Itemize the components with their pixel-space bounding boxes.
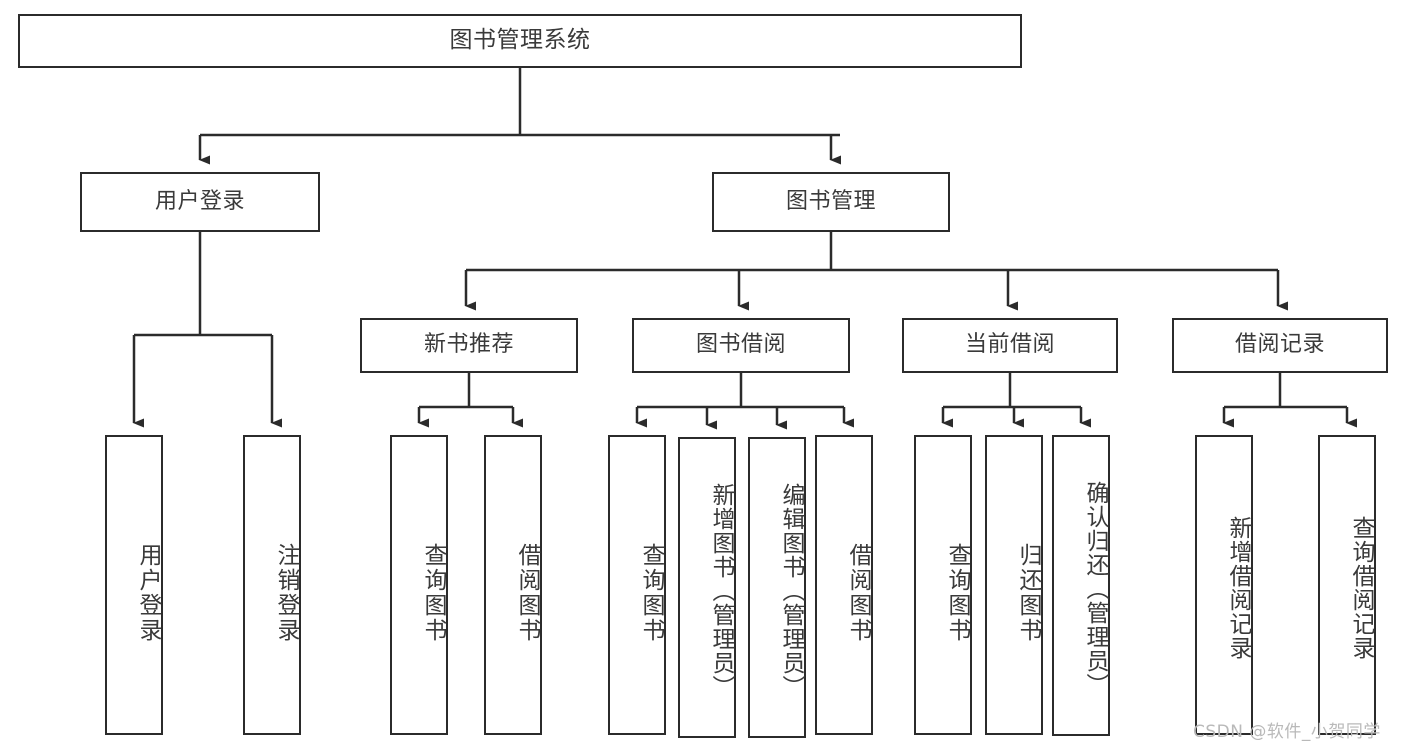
node-root[interactable]: 图书管理系统 bbox=[18, 14, 1022, 68]
leaf-query-borrow-record[interactable]: 查询借阅记录 bbox=[1318, 435, 1376, 735]
leaf-return-book[interactable]: 归还图书 bbox=[985, 435, 1043, 735]
leaf-borrow-book-recommend[interactable]: 借阅图书 bbox=[484, 435, 542, 735]
leaf-logout-login[interactable]: 注销登录 bbox=[243, 435, 301, 735]
leaf-add-borrow-record[interactable]: 新增借阅记录 bbox=[1195, 435, 1253, 735]
node-new-book-recommend[interactable]: 新书推荐 bbox=[360, 318, 578, 373]
leaf-confirm-return-admin[interactable]: 确认归还（管理员） bbox=[1052, 435, 1110, 736]
leaf-edit-book-admin[interactable]: 编辑图书（管理员） bbox=[748, 437, 806, 738]
leaf-user-login[interactable]: 用户登录 bbox=[105, 435, 163, 735]
node-user-login[interactable]: 用户登录 bbox=[80, 172, 320, 232]
node-borrow-record[interactable]: 借阅记录 bbox=[1172, 318, 1388, 373]
node-current-borrow[interactable]: 当前借阅 bbox=[902, 318, 1118, 373]
node-book-borrow[interactable]: 图书借阅 bbox=[632, 318, 850, 373]
leaf-query-book-recommend[interactable]: 查询图书 bbox=[390, 435, 448, 735]
leaf-query-book-current[interactable]: 查询图书 bbox=[914, 435, 972, 735]
leaf-query-book-borrow[interactable]: 查询图书 bbox=[608, 435, 666, 735]
node-book-manage[interactable]: 图书管理 bbox=[712, 172, 950, 232]
csdn-watermark: CSDN @软件_小贺同学 bbox=[1193, 722, 1381, 742]
leaf-add-book-admin[interactable]: 新增图书（管理员） bbox=[678, 437, 736, 738]
leaf-borrow-book[interactable]: 借阅图书 bbox=[815, 435, 873, 735]
